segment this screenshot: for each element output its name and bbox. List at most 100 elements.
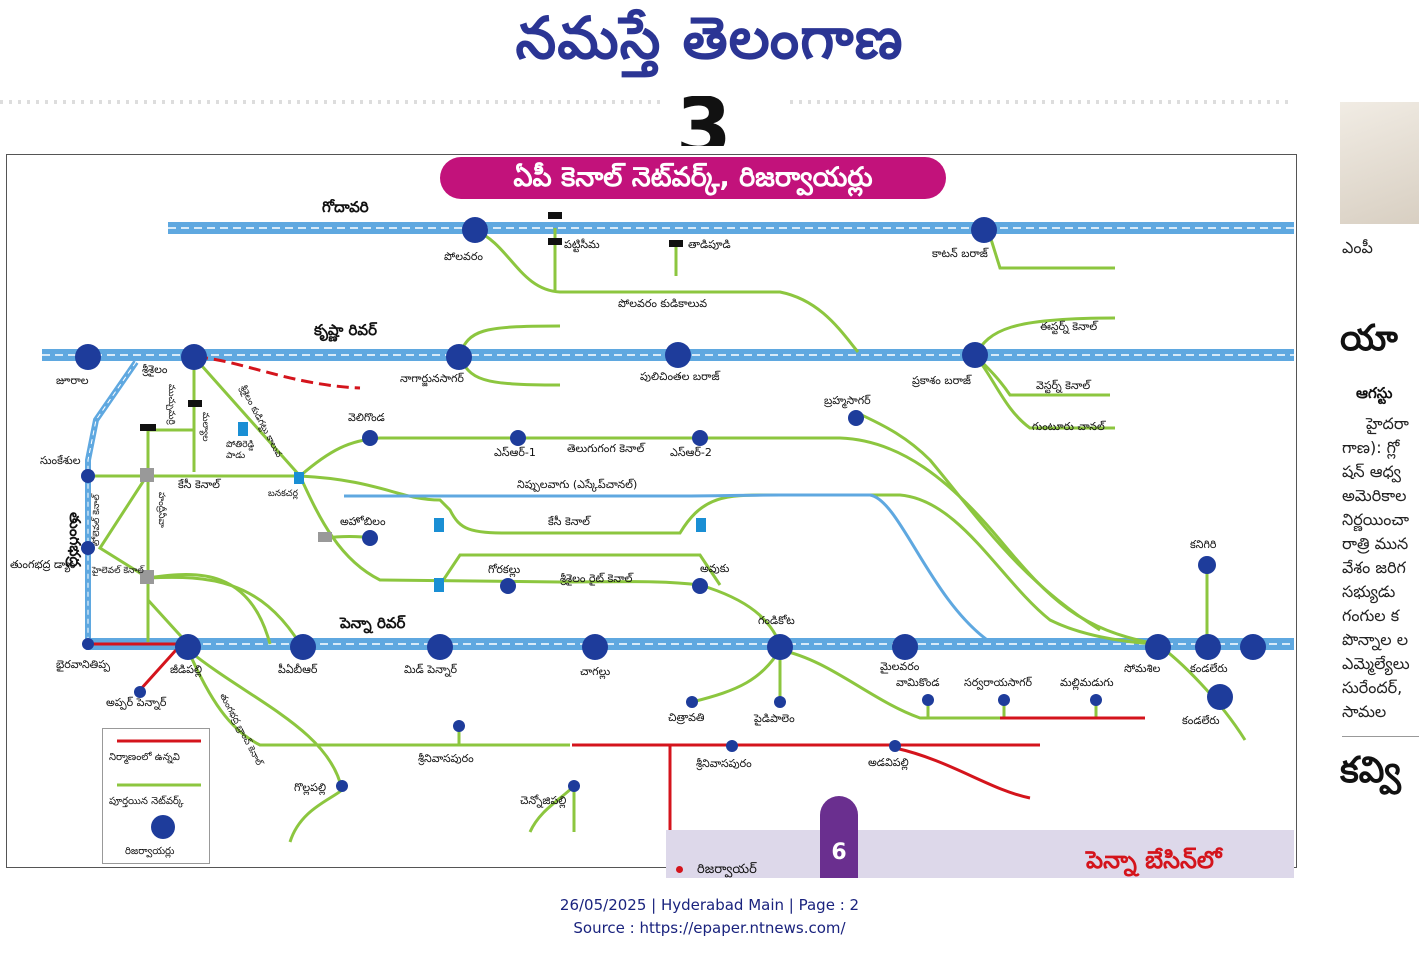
reservoir-somasila xyxy=(1145,634,1171,660)
reservoir-adavipalli xyxy=(889,740,901,752)
label-jurala: జూరాల xyxy=(56,374,89,387)
label-mid-pennar: మిడ్ పెన్నార్ xyxy=(404,663,458,676)
right-article-column: ఎంపీ యా ఆగస్టు హైదరా గాణ): గ్లో షన్ ఆధ్వ… xyxy=(1336,100,1419,880)
reservoir-gandikota xyxy=(767,634,793,660)
reservoir-upper-pennar xyxy=(134,686,146,698)
reservoir-mallemadugu xyxy=(1090,694,1102,706)
label-srisailam-right: శ్రీశైలం రైట్ కెనాల్ xyxy=(560,572,633,585)
reservoir-bhairavanitippa xyxy=(82,638,94,650)
label-nagarjunasagar: నాగార్జునసాగర్ xyxy=(400,372,464,385)
label-srisailam: శ్రీశైలం xyxy=(142,363,168,376)
label-kandaleru2: కండలేరు xyxy=(1182,714,1220,727)
reservoir-cotton xyxy=(971,217,997,243)
article-line-3: షన్ ఆధ్వ xyxy=(1342,462,1402,481)
map-banner: ఏపీ కెనాల్ నెట్‌వర్క్, రిజర్వాయర్లు xyxy=(440,157,946,199)
label-tungabhadra-dam: తుంగభద్ర డ్యాం xyxy=(10,558,76,571)
label-pabr: పీఏబీఆర్ xyxy=(278,663,318,676)
label-nippulavagu: నిప్పులవాగు (ఎస్కేప్‌చానల్) xyxy=(517,478,638,491)
article-line-6: రాత్రి మున xyxy=(1342,534,1409,553)
reservoir-mylavaram xyxy=(892,634,918,660)
legend-swatches xyxy=(117,739,201,839)
river-penna xyxy=(86,638,1294,650)
label-handri-neeva: హంద్రీనీవా xyxy=(156,492,166,528)
label-krishna: కృష్ణా రివర్ xyxy=(314,321,377,339)
label-paidipalem: పైడిపాలెం xyxy=(754,712,795,725)
label-tadipudi: తాడిపూడి xyxy=(688,238,731,251)
reservoir-chennojipalli xyxy=(568,780,580,792)
label-gorakallu: గోరకల్లు xyxy=(488,563,521,576)
reservoir-ahobilam xyxy=(362,530,378,546)
article-line-11: ఎమ్మెల్యేలు xyxy=(1342,654,1410,673)
river-godavari xyxy=(168,222,1294,234)
label-polavaram: పోలవరం xyxy=(444,250,483,263)
article-line-9: గంగుల క xyxy=(1342,606,1400,625)
label-srinivasapuram2: శ్రీనివాసపురం xyxy=(696,757,752,770)
reservoirs xyxy=(75,217,1266,792)
label-godavari: గోదావరి xyxy=(322,198,369,216)
label-srinivasapuram: శ్రీనివాసపురం xyxy=(418,752,474,765)
reservoir-polavaram xyxy=(462,217,488,243)
reservoir-sunkesula xyxy=(81,469,95,483)
legend-under-construction: నిర్మాణంలో ఉన్నవి xyxy=(109,752,180,763)
reservoir-chitravathi xyxy=(686,696,698,708)
article-line-1: హైదరా xyxy=(1366,414,1409,433)
reservoir-sr1 xyxy=(510,430,526,446)
reservoir-nagarjunasagar xyxy=(446,344,472,370)
label-cotton-barrage: కాటన్ బరాజ్ xyxy=(932,247,988,260)
reservoir-gollapalli xyxy=(336,780,348,792)
article-headline: యా xyxy=(1340,318,1398,359)
map-legend: నిర్మాణంలో ఉన్నవి పూర్తయిన నెట్‌వర్క్ రి… xyxy=(102,728,210,864)
label-western-canal: వెస్టర్న్ కెనాల్ xyxy=(1036,379,1091,392)
reservoir-srisailam xyxy=(181,344,207,370)
masthead: నమస్తే తెలంగాణ xyxy=(0,0,1419,92)
penna-basin-heading: పెన్నా బేసిన్‌లో xyxy=(1086,846,1222,874)
article-line-12: సురేందర్, xyxy=(1342,678,1403,697)
label-ahobilam: అహోబిలం xyxy=(340,515,386,528)
label-pattiseema: పట్టిసీమ xyxy=(564,238,600,251)
reservoir-tungabhadra xyxy=(81,541,95,555)
reservoir-srinivasapuram-1 xyxy=(453,720,465,732)
label-sunkesula: సుంకేశుల xyxy=(40,454,81,467)
label-pulichintala: పులిచింతల బరాజ్ xyxy=(640,370,720,383)
label-chitravathi: చిత్రావతి xyxy=(668,711,705,724)
article-line-10: పొన్నాల ల xyxy=(1342,630,1409,649)
label-bhairavanitippa: భైరవానితిప్ప xyxy=(56,658,111,671)
article-divider xyxy=(1342,736,1419,737)
label-gollapalli: గొల్లపల్లి xyxy=(294,781,327,794)
masthead-title: నమస్తే తెలంగాణ xyxy=(515,4,904,72)
partial-headline: 3 xyxy=(676,96,732,146)
footer-date-edition: 26/05/2025 | Hyderabad Main | Page : 2 xyxy=(559,896,860,914)
reservoir-sarvarayasagar xyxy=(998,694,1010,706)
canal-network-map xyxy=(6,154,1297,868)
reservoir-kanigiri xyxy=(1198,556,1216,574)
article-line-5: నిర్ణయించా xyxy=(1342,510,1410,529)
label-brahmasagar: బ్రహ్మసాగర్ xyxy=(824,394,871,407)
article-headline-2: కవ్వి xyxy=(1340,750,1401,791)
label-jeedipalli: జీడిపల్లి xyxy=(170,663,203,676)
article-photo xyxy=(1340,102,1419,224)
reservoir-avuku xyxy=(692,578,708,594)
reservoir-kandaleru2 xyxy=(1207,684,1233,710)
label-kanigiri: కనిగిరి xyxy=(1190,538,1217,551)
label-sr1: ఎస్ఆర్-1 xyxy=(494,446,536,459)
label-veligonda: వెలిగొండ xyxy=(348,411,385,424)
construction-canals xyxy=(86,355,1145,830)
label-vamikonda: వామికొండ xyxy=(896,676,940,689)
reservoir-srinivasapuram-2 xyxy=(726,740,738,752)
label-telugu-ganga: తెలుగుగంగ కెనాల్ xyxy=(567,442,645,455)
reservoir-brahmasagar xyxy=(848,410,864,426)
label-adavipalli: అడవిపల్లి xyxy=(868,756,909,769)
label-kc-canal-left: కేసీ కెనాల్ xyxy=(178,478,220,491)
label-malyala: మల్యాల xyxy=(200,412,210,442)
label-penna: పెన్నా రివర్ xyxy=(340,614,406,632)
label-muchumarri: ముచ్చుమర్రి xyxy=(166,384,176,425)
penna-basin-tab: 6 xyxy=(820,796,858,878)
reservoir-veligonda xyxy=(362,430,378,446)
penna-legend: రిజర్వాయర్ xyxy=(676,862,757,880)
article-line-7: వేశం జరిగ xyxy=(1342,558,1406,577)
article-line-4: అమెరికాల xyxy=(1342,486,1407,505)
footer-source: Source : https://epaper.ntnews.com/ xyxy=(573,919,846,937)
reservoir-kandaleru xyxy=(1195,634,1221,660)
red-dot-icon xyxy=(676,866,683,873)
